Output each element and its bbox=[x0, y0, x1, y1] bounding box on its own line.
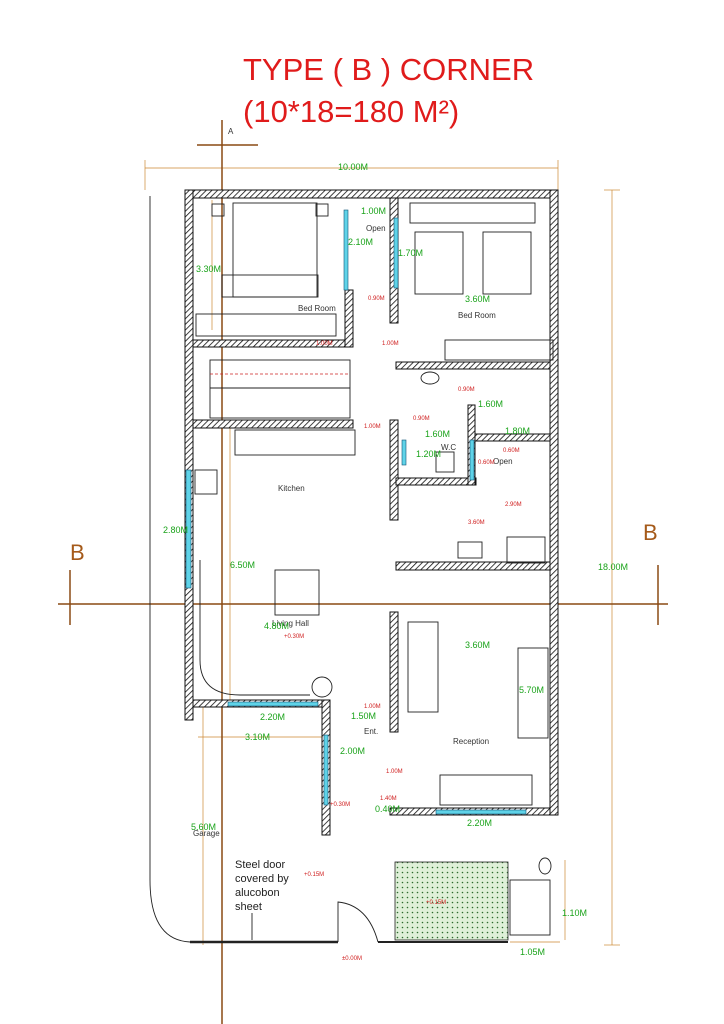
room-label-entrance: Ent. bbox=[364, 727, 378, 736]
dim-d160a: 1.60M bbox=[478, 399, 503, 409]
wc-toilet bbox=[435, 451, 455, 473]
dim-d360a: 3.60M bbox=[468, 520, 485, 526]
room-label-bed-room-2: Bed Room bbox=[458, 311, 496, 320]
room-label-bed-room-1: Bed Room bbox=[298, 304, 336, 313]
dim-bed1-height: 3.30M bbox=[196, 264, 221, 274]
dim-bed2-top: 1.70M bbox=[398, 248, 423, 258]
sofa-living bbox=[199, 560, 310, 696]
dim-d105: 1.05M bbox=[520, 947, 545, 957]
dim-d220b: 2.20M bbox=[467, 818, 492, 828]
guard-wc bbox=[509, 879, 551, 936]
dim-d090a: 0.90M bbox=[368, 296, 385, 302]
dim-d060b: 0.60M bbox=[478, 460, 495, 466]
guard-basin bbox=[538, 857, 552, 875]
room-label-garage: Garage bbox=[193, 829, 220, 838]
dim-kitchen-h: 2.80M bbox=[163, 525, 188, 535]
chairs-reception bbox=[439, 774, 533, 806]
dim-d090b: 0.90M bbox=[458, 387, 475, 393]
title-line-2: (10*18=180 M²) bbox=[243, 94, 460, 129]
dim-d150: 1.50M bbox=[351, 711, 376, 721]
kitchen-appliance bbox=[194, 469, 218, 495]
section-line-b bbox=[58, 120, 668, 1024]
dim-d100e: 1.00M bbox=[386, 769, 403, 775]
washbasin bbox=[420, 371, 440, 385]
bed-2 bbox=[409, 202, 536, 295]
dim-hall-w: 4.80M bbox=[264, 621, 289, 631]
dimension-labels: 10.00M 18.00M 3.30M 1.00M 2.10M 1.70M 3.… bbox=[163, 162, 628, 957]
bed-1 bbox=[211, 202, 329, 298]
room-label-reception: Reception bbox=[453, 737, 489, 746]
room-label-open-1: Open bbox=[366, 224, 386, 233]
sofa-reception-left bbox=[407, 621, 439, 713]
level-entrance: +0.30M bbox=[330, 802, 350, 808]
room-label-living-hall: Living Hall bbox=[272, 619, 309, 628]
sink bbox=[457, 541, 483, 559]
dim-d100c: 1.00M bbox=[364, 424, 381, 430]
dim-hall-h: 6.50M bbox=[230, 560, 255, 570]
note-steel-door-3: alucobon bbox=[235, 887, 280, 899]
dim-d140: 1.40M bbox=[380, 796, 397, 802]
dim-d110: 1.10M bbox=[562, 908, 587, 918]
room-label-open-2: Open bbox=[493, 457, 513, 466]
wardrobe-2 bbox=[444, 339, 554, 361]
title-line-1: TYPE ( B ) CORNER bbox=[243, 52, 535, 87]
coffee-table bbox=[274, 569, 320, 616]
dim-bed2-width: 3.60M bbox=[465, 294, 490, 304]
dim-d220a: 2.20M bbox=[260, 712, 285, 722]
windows bbox=[185, 209, 527, 815]
garden-patch bbox=[394, 861, 509, 941]
dim-d100b: 1.00M bbox=[382, 341, 399, 347]
section-mark-left: B bbox=[70, 540, 85, 565]
note-steel-door-2: covered by bbox=[235, 873, 289, 885]
site-boundary bbox=[149, 196, 191, 943]
dim-d160b: 1.60M bbox=[425, 429, 450, 439]
dim-d310: 3.10M bbox=[245, 732, 270, 742]
note-steel-door-4: sheet bbox=[235, 901, 262, 913]
dim-open-width: 1.00M bbox=[361, 206, 386, 216]
note-steel-door-1: Steel door bbox=[235, 859, 285, 871]
dim-garage-h: 5.60M bbox=[191, 822, 216, 832]
dim-overall-width: 10.00M bbox=[338, 162, 368, 172]
level-hall: +0.30M bbox=[284, 634, 304, 640]
kitchen-counter bbox=[234, 429, 356, 456]
dim-d120: 1.20M bbox=[416, 449, 441, 459]
room-label-kitchen: Kitchen bbox=[278, 484, 305, 493]
dim-d060a: 0.60M bbox=[503, 448, 520, 454]
level-garage: +0.15M bbox=[304, 872, 324, 878]
dim-recep-w: 3.60M bbox=[465, 640, 490, 650]
dim-d100d: 1.00M bbox=[364, 704, 381, 710]
dim-overall-length: 18.00M bbox=[598, 562, 628, 572]
room-label-wc: W.C bbox=[441, 443, 456, 452]
dim-recep-h: 5.70M bbox=[519, 685, 544, 695]
dim-d290: 2.90M bbox=[505, 502, 522, 508]
stove bbox=[506, 536, 546, 564]
walls bbox=[184, 189, 559, 836]
dim-d090c: 0.90M bbox=[413, 416, 430, 422]
level-street: ±0.00M bbox=[342, 956, 362, 962]
dim-d200: 2.00M bbox=[340, 746, 365, 756]
dim-d100a: 1.00M bbox=[316, 341, 333, 347]
sofa-reception-right bbox=[517, 647, 549, 739]
side-table bbox=[311, 676, 333, 698]
dim-d040: 0.40M bbox=[375, 804, 400, 814]
section-mark-top: A bbox=[228, 127, 234, 136]
staircase bbox=[209, 359, 351, 419]
dim-d180: 1.80M bbox=[505, 426, 530, 436]
dimension-lines bbox=[144, 160, 620, 946]
gate-door-swing bbox=[337, 901, 379, 943]
level-garden: +0.15M bbox=[426, 900, 446, 906]
dim-open-height: 2.10M bbox=[348, 237, 373, 247]
section-mark-right: B bbox=[643, 520, 658, 545]
wardrobe-1 bbox=[195, 313, 337, 337]
